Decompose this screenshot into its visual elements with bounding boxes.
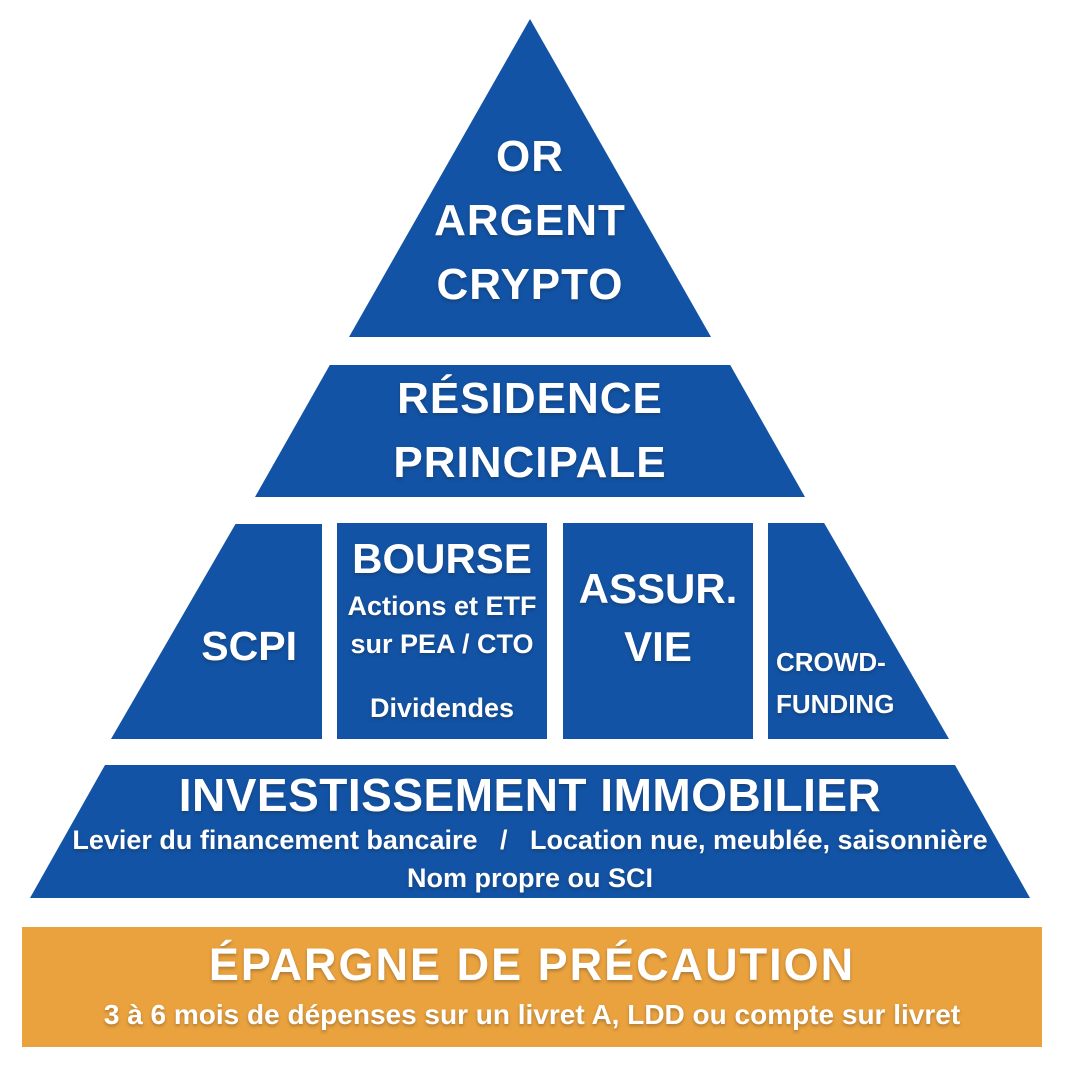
scpi-label: SCPI bbox=[201, 623, 297, 669]
assurance-vie-line-2: VIE bbox=[624, 623, 692, 670]
bourse-subtitle-2: sur PEA / CTO bbox=[350, 629, 534, 659]
bourse-subtitle-1: Actions et ETF bbox=[347, 591, 537, 621]
investissement-subtitle-1: Levier du financement bancaire / Locatio… bbox=[72, 824, 988, 855]
epargne-subtitle: 3 à 6 mois de dépenses sur un livret A, … bbox=[103, 999, 961, 1030]
block-scpi: SCPI bbox=[111, 524, 322, 739]
line-or: OR bbox=[496, 132, 564, 181]
line-argent: ARGENT bbox=[434, 196, 626, 245]
band-epargne-de-precaution: ÉPARGNE DE PRÉCAUTION 3 à 6 mois de dépe… bbox=[22, 927, 1042, 1047]
level-residence-principale: RÉSIDENCE PRINCIPALE bbox=[255, 365, 805, 497]
block-crowdfunding: CROWD- FUNDING bbox=[768, 523, 949, 739]
bourse-dividendes: Dividendes bbox=[369, 693, 515, 723]
pyramid-top-triangle: OR ARGENT CRYPTO bbox=[349, 19, 711, 337]
level-investissement-immobilier: INVESTISSEMENT IMMOBILIER Levier du fina… bbox=[30, 765, 1030, 898]
block-bourse: BOURSE Actions et ETF sur PEA / CTO Divi… bbox=[337, 523, 547, 739]
bourse-title: BOURSE bbox=[352, 535, 532, 582]
epargne-title: ÉPARGNE DE PRÉCAUTION bbox=[208, 939, 856, 990]
line-principale: PRINCIPALE bbox=[393, 438, 667, 487]
assurance-vie-line-1: ASSUR. bbox=[578, 565, 738, 612]
line-residence: RÉSIDENCE bbox=[397, 374, 663, 423]
investissement-title: INVESTISSEMENT IMMOBILIER bbox=[178, 768, 882, 821]
crowdfunding-line-1: CROWD- bbox=[776, 647, 886, 677]
investissement-subtitle-2: Nom propre ou SCI bbox=[406, 862, 653, 893]
crowdfunding-line-2: FUNDING bbox=[776, 689, 895, 719]
block-assurance-vie: ASSUR. VIE bbox=[563, 523, 753, 739]
line-crypto: CRYPTO bbox=[436, 260, 624, 309]
